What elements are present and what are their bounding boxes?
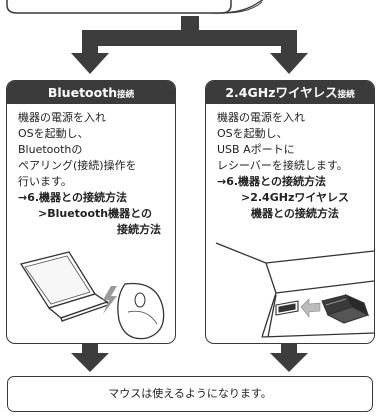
result-box: マウスは使えるようになります。 — [7, 376, 373, 412]
lightning-icon — [103, 286, 117, 314]
bt-line-3: Bluetoothの — [18, 143, 83, 156]
down-arrow-right — [270, 342, 308, 372]
wl-ref-1: →6.機器との接続方法 — [217, 175, 326, 188]
receiver-icon — [321, 293, 370, 324]
laptop-icon — [19, 251, 109, 322]
usb-receiver-illustration — [215, 242, 374, 338]
bluetooth-panel-title: Bluetooth接続 — [7, 81, 175, 104]
laptop-mouse-illustration — [19, 251, 165, 340]
mouse-icon — [117, 282, 165, 340]
wireless-panel: 2.4GHzワイヤレス接続 機器の電源を入れ OSを起動し、 USB Aポートに… — [205, 80, 375, 344]
wl-line-3: USB Aポートに — [217, 143, 295, 156]
arrow-icon — [300, 298, 321, 318]
bt-line-4: ペアリング(接続)操作を — [18, 159, 137, 172]
split-arrow — [71, 16, 308, 74]
title-main: Bluetooth — [47, 85, 118, 100]
bt-line-5: 行います。 — [18, 175, 72, 188]
title-suffix: 接続 — [117, 90, 135, 100]
bt-ref-1: →6.機器との接続方法 — [18, 191, 127, 204]
result-text: マウスは使えるようになります。 — [108, 387, 272, 400]
laptop-corner-icon — [215, 242, 374, 338]
bt-ref-2: >Bluetooth機器との — [38, 207, 153, 220]
cable-icon — [211, 0, 264, 14]
title-main: 2.4GHzワイヤレス — [225, 85, 338, 100]
wl-line-4: レシーバーを接続します。 — [217, 159, 348, 172]
mouse-top-outline — [6, 0, 232, 14]
bt-line-2: OSを起動し、 — [18, 127, 89, 140]
bt-ref-3: 接続方法 — [117, 223, 161, 236]
wl-ref-3: 機器との接続方法 — [251, 207, 339, 220]
wl-line-2: OSを起動し、 — [217, 127, 288, 140]
down-arrow-left — [71, 342, 109, 372]
bluetooth-panel: Bluetooth接続 機器の電源を入れ OSを起動し、 Bluetoothの … — [6, 80, 176, 344]
wl-line-1: 機器の電源を入れ — [217, 111, 305, 124]
title-suffix: 接続 — [337, 90, 355, 100]
bt-line-1: 機器の電源を入れ — [18, 111, 106, 124]
wireless-panel-title: 2.4GHzワイヤレス接続 — [206, 81, 374, 104]
wl-ref-2: >2.4GHzワイヤレス — [241, 191, 350, 204]
usb-port-icon — [275, 300, 299, 316]
